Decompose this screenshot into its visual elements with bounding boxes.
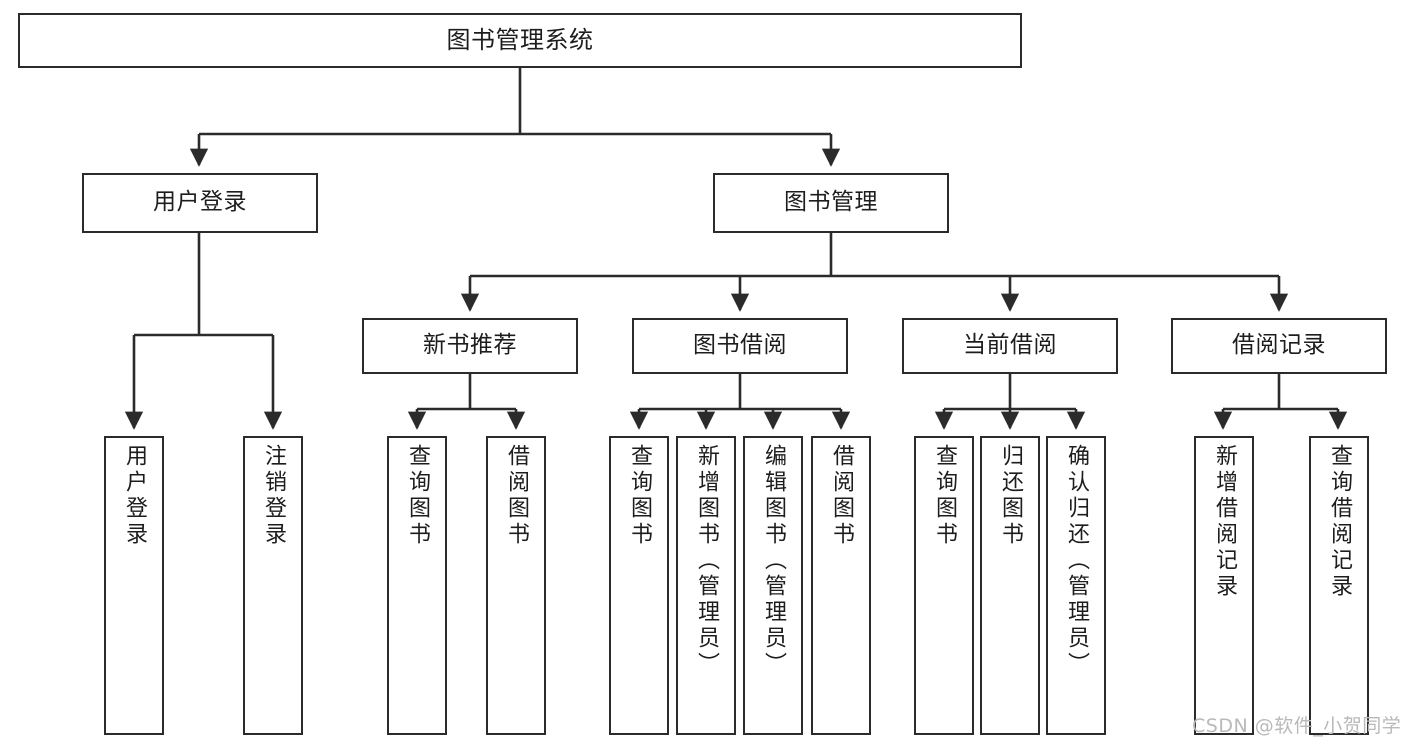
leaf-borrow-book-1-label: 借阅图书 <box>504 444 529 548</box>
leaf-borrow-book-2-label: 借阅图书 <box>829 444 854 548</box>
node-book-borrow-label: 图书借阅 <box>693 332 787 359</box>
node-current-borrow-label: 当前借阅 <box>963 332 1057 359</box>
node-current-borrow[interactable]: 当前借阅 <box>902 318 1118 374</box>
leaf-user-login-label: 用户登录 <box>122 444 147 548</box>
leaf-query-book-2-label: 查询图书 <box>627 444 652 548</box>
node-user-login[interactable]: 用户登录 <box>82 173 318 233</box>
leaf-borrow-book-1[interactable]: 借阅图书 <box>486 436 546 735</box>
node-root-system[interactable]: 图书管理系统 <box>18 13 1022 68</box>
node-user-login-label: 用户登录 <box>153 189 247 216</box>
leaf-return-book[interactable]: 归还图书 <box>980 436 1040 735</box>
leaf-user-logout-label: 注销登录 <box>261 444 286 548</box>
leaf-return-book-label: 归还图书 <box>998 444 1023 548</box>
node-book-manage-label: 图书管理 <box>784 189 878 216</box>
leaf-query-book-3-label: 查询图书 <box>932 444 957 548</box>
leaf-borrow-book-2[interactable]: 借阅图书 <box>811 436 871 735</box>
node-borrow-record-label: 借阅记录 <box>1232 332 1326 359</box>
node-book-manage[interactable]: 图书管理 <box>713 173 949 233</box>
node-new-book-recommend-label: 新书推荐 <box>423 332 517 359</box>
leaf-query-book-1-label: 查询图书 <box>405 444 430 548</box>
leaf-query-record[interactable]: 查询借阅记录 <box>1309 436 1369 735</box>
node-borrow-record[interactable]: 借阅记录 <box>1171 318 1387 374</box>
node-root-system-label: 图书管理系统 <box>446 26 594 55</box>
node-new-book-recommend[interactable]: 新书推荐 <box>362 318 578 374</box>
leaf-query-book-1[interactable]: 查询图书 <box>387 436 447 735</box>
csdn-watermark: CSDN @软件_小贺同学 <box>1192 715 1402 737</box>
leaf-query-book-2[interactable]: 查询图书 <box>609 436 669 735</box>
leaf-confirm-return-label: 确认归还（管理员） <box>1064 444 1089 678</box>
leaf-confirm-return[interactable]: 确认归还（管理员） <box>1046 436 1106 735</box>
leaf-user-logout[interactable]: 注销登录 <box>243 436 303 735</box>
leaf-user-login[interactable]: 用户登录 <box>104 436 164 735</box>
leaf-add-record-label: 新增借阅记录 <box>1212 444 1237 600</box>
leaf-add-book-label: 新增图书（管理员） <box>694 444 719 678</box>
leaf-query-book-3[interactable]: 查询图书 <box>914 436 974 735</box>
leaf-add-book[interactable]: 新增图书（管理员） <box>676 436 736 735</box>
leaf-edit-book[interactable]: 编辑图书（管理员） <box>743 436 803 735</box>
leaf-query-record-label: 查询借阅记录 <box>1327 444 1352 600</box>
leaf-add-record[interactable]: 新增借阅记录 <box>1194 436 1254 735</box>
leaf-edit-book-label: 编辑图书（管理员） <box>761 444 786 678</box>
node-book-borrow[interactable]: 图书借阅 <box>632 318 848 374</box>
